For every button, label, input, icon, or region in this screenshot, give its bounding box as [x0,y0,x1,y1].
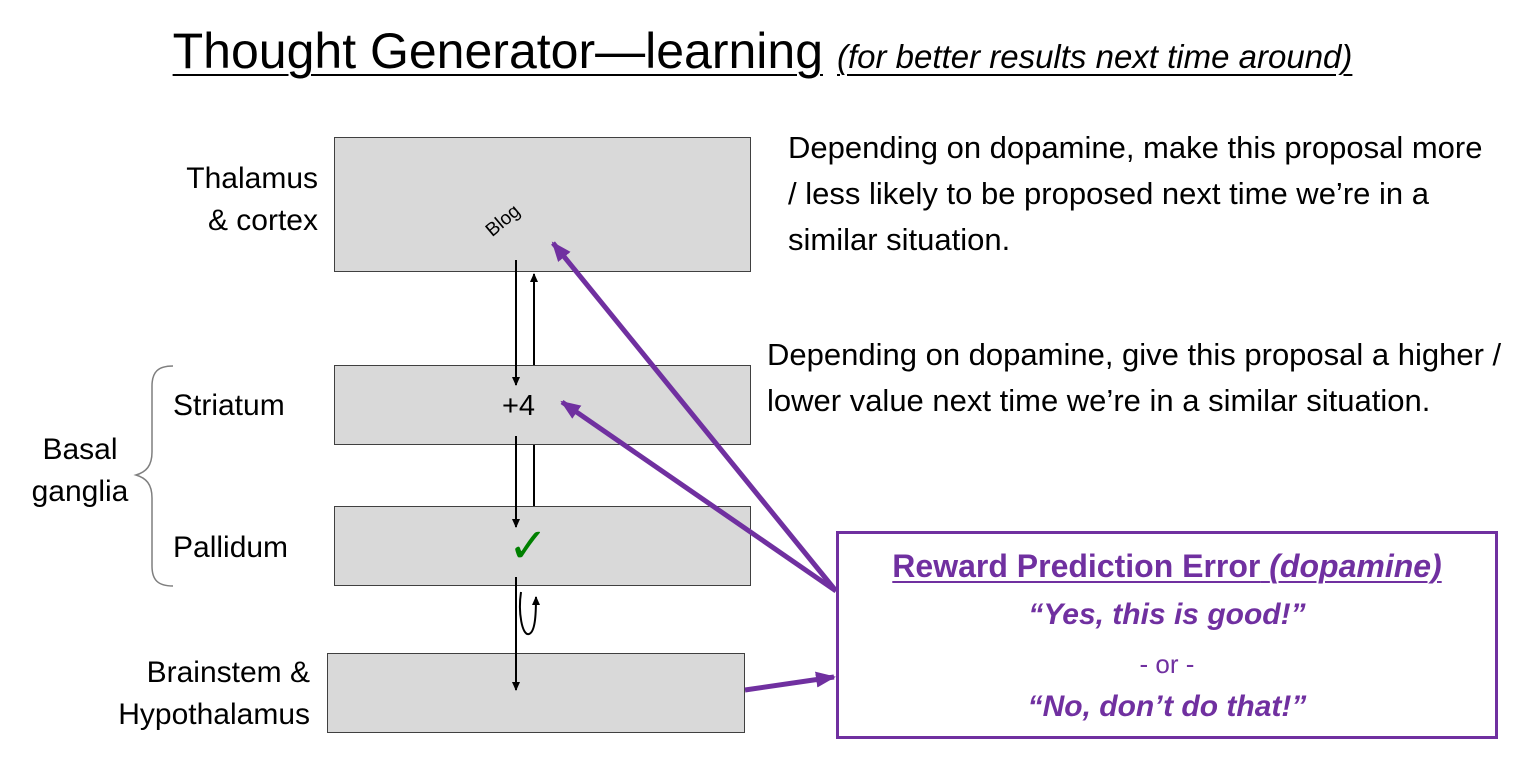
rpe-or-text: - or - [1139,649,1195,679]
page-title: Thought Generator—learning (for better re… [0,22,1525,80]
striatum-box [334,365,751,445]
title-subtitle: (for better results next time around) [837,38,1353,75]
pallidum-checkmark: ✓ [508,518,549,574]
curved-feedback-arrow [519,591,540,635]
brainstem-label-line1: Brainstem & [146,656,310,689]
striatum-label: Striatum [173,389,285,422]
rpe-yes-text: “Yes, this is good!” [1028,598,1306,631]
cortex-description: Depending on dopamine, make this proposa… [788,130,1483,257]
thalamus-cortex-box [334,137,751,272]
thalamus-label-line1: Thalamus [186,162,318,195]
rpe-no-text: “No, don’t do that!” [1027,690,1307,723]
brainstem-label-line2: Hypothalamus [118,698,310,731]
striatum-value: +4 [502,390,536,422]
basal-ganglia-label: Basal ganglia [15,429,145,513]
title-main: Thought Generator—learning [172,23,823,79]
striatum-description: Depending on dopamine, give this proposa… [767,337,1502,418]
basal-label-line1: Basal [42,433,118,466]
basal-label-line2: ganglia [31,475,129,508]
thalamus-label-line2: & cortex [207,204,318,237]
purple-arrow-brainstem-to-rpe [744,671,836,693]
rpe-title-main: Reward Prediction Error [892,548,1261,584]
rpe-title-paren: (dopamine) [1269,548,1442,584]
brainstem-box [327,653,745,733]
thalamus-cortex-label: Thalamus & cortex [140,158,318,242]
pallidum-label: Pallidum [173,531,289,564]
rpe-title: Reward Prediction Error (dopamine) [839,548,1495,585]
brainstem-label: Brainstem & Hypothalamus [60,652,310,736]
rpe-box: Reward Prediction Error (dopamine) “Yes,… [836,531,1498,739]
